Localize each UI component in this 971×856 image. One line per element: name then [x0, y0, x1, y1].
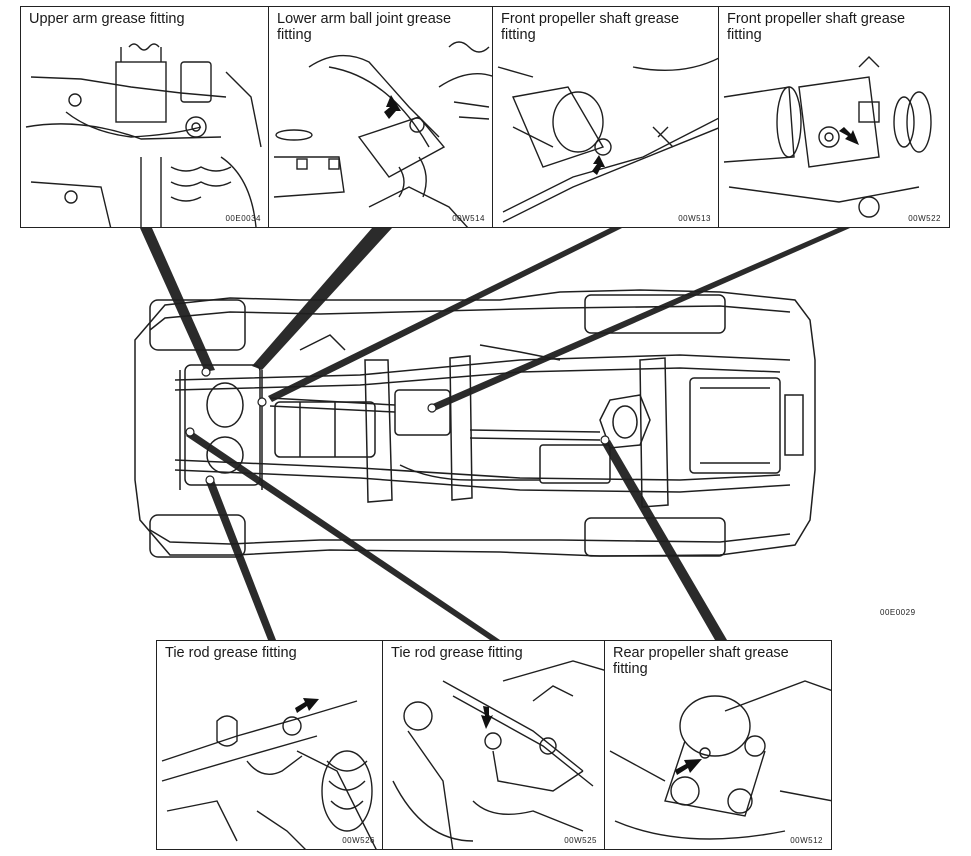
panel-rear-propeller-shaft: Rear propeller shaft grease fitting 00W5…	[604, 640, 832, 850]
figure-code: 00W525	[564, 836, 597, 845]
figure-code: 00E0034	[225, 214, 261, 223]
panel-title: Front propeller shaft grease fitting	[727, 11, 906, 43]
figure-code: 00W526	[342, 836, 375, 845]
panel-front-propeller-shaft: Front propeller shaft grease fitting 00W…	[492, 6, 720, 228]
front-prop-shaft-joint-illustration	[723, 56, 932, 218]
main-figure-code: 00E0029	[880, 608, 916, 617]
figure-code: 00W514	[452, 214, 485, 223]
panel-title: Upper arm grease fitting	[29, 11, 185, 27]
panel-title: Rear propeller shaft grease fitting	[613, 645, 789, 677]
panel-title: Tie rod grease fitting	[165, 645, 297, 661]
rear-prop-shaft-illustration	[609, 680, 831, 840]
panel-tie-rod-right: Tie rod grease fitting 00W525	[382, 640, 606, 850]
tie-rod-right-illustration	[392, 660, 605, 849]
front-prop-shaft-illustration	[497, 57, 719, 223]
panel-front-propeller-shaft-2: Front propeller shaft grease fitting 00W…	[718, 6, 950, 228]
panel-tie-rod-left: Tie rod grease fitting 00W526	[156, 640, 384, 850]
upper-arm-illustration	[25, 43, 262, 227]
figure-code: 00W513	[678, 214, 711, 223]
leader-lines	[140, 228, 850, 640]
fitting-markers	[185, 367, 610, 485]
panel-title: Tie rod grease fitting	[391, 645, 523, 661]
lower-arm-illustration	[273, 41, 493, 227]
chassis-outline	[134, 289, 816, 558]
panel-upper-arm: Upper arm grease fitting 00E0034	[20, 6, 270, 228]
tie-rod-left-illustration	[161, 698, 377, 849]
figure-code: 00W512	[790, 836, 823, 845]
panel-title: Front propeller shaft grease fitting	[501, 11, 680, 43]
panel-title: Lower arm ball joint grease fitting	[277, 11, 452, 43]
panel-lower-arm: Lower arm ball joint grease fitting 00W5…	[268, 6, 494, 228]
figure-code: 00W522	[908, 214, 941, 223]
